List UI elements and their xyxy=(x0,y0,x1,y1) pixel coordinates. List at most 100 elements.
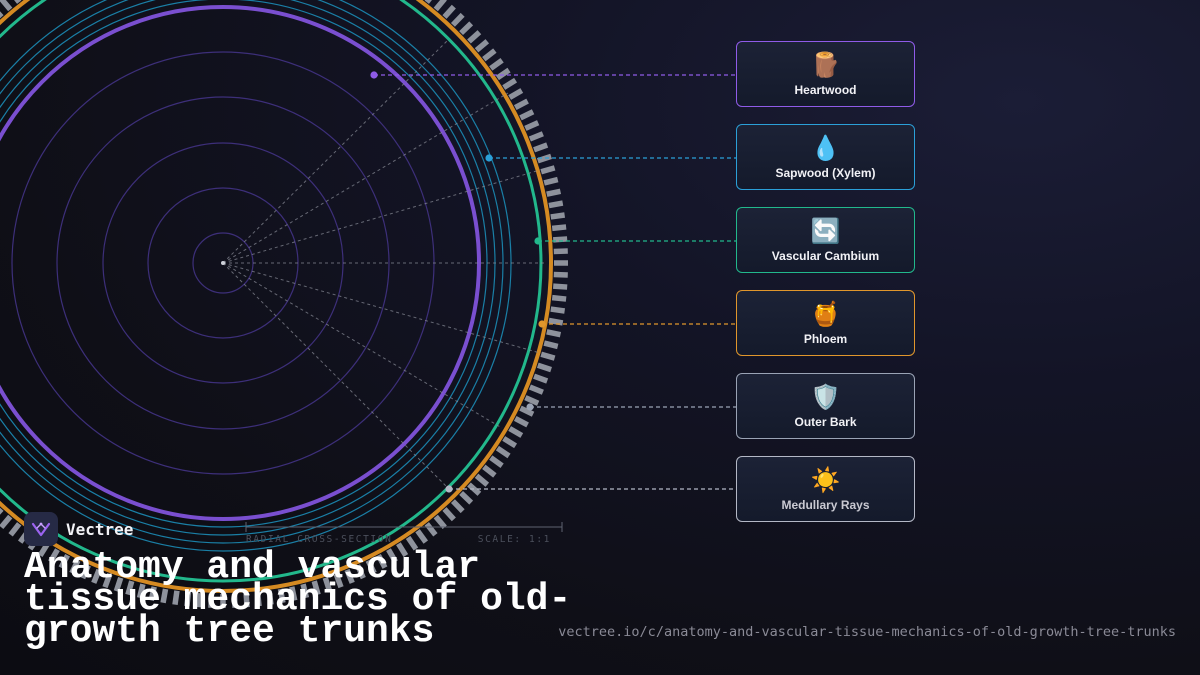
bark-segment xyxy=(102,573,113,589)
bark-segment xyxy=(528,384,544,395)
bark-segment xyxy=(0,514,13,530)
bark-segment xyxy=(172,590,180,606)
layer-card-vascular-cambium[interactable]: 🔄 Vascular Cambium xyxy=(736,207,915,273)
bark-segment xyxy=(424,0,432,4)
bark-segment xyxy=(550,306,566,314)
bark-segment xyxy=(365,559,377,575)
leader-anchor-dot xyxy=(534,237,542,245)
layer-card-sapwood[interactable]: 💧 Sapwood (Xylem) xyxy=(736,124,915,190)
bark-segment xyxy=(433,514,447,530)
bark-segment xyxy=(148,586,157,602)
leader-anchor-dot xyxy=(538,320,546,328)
bark-segment xyxy=(396,542,409,558)
log-icon: 🪵 xyxy=(810,51,841,79)
medullary-ray xyxy=(222,169,541,264)
bark-segment xyxy=(14,0,22,4)
bark-segment xyxy=(48,548,60,564)
bark-segment xyxy=(8,522,22,537)
pith-dot xyxy=(221,261,225,265)
bark-segment xyxy=(459,21,474,36)
leader-anchor-dot xyxy=(445,485,453,493)
droplet-icon: 💧 xyxy=(810,134,841,162)
bark-segment xyxy=(459,490,474,505)
bark-segment xyxy=(467,30,482,44)
bark-segment xyxy=(386,548,398,564)
bark-segment xyxy=(0,507,4,515)
heartwood-ring xyxy=(56,96,390,430)
bark-segment xyxy=(546,188,562,197)
page-url[interactable]: vectree.io/c/anatomy-and-vascular-tissue… xyxy=(558,624,1176,640)
layer-card-label: Medullary Rays xyxy=(781,498,870,512)
cycle-arrows-icon: 🔄 xyxy=(810,217,841,245)
leader-anchor-dot xyxy=(485,154,493,162)
bark-segment xyxy=(289,586,298,602)
bark-segment xyxy=(533,373,549,384)
bark-segment xyxy=(489,455,504,469)
layer-card-label: Heartwood xyxy=(794,83,857,97)
bark-segment xyxy=(69,559,81,575)
bark-segment xyxy=(125,580,135,596)
bark-segment xyxy=(474,473,490,487)
phloem-ring xyxy=(0,0,553,593)
layer-card-phloem[interactable]: 🍯 Phloem xyxy=(736,290,915,356)
bark-segment xyxy=(266,590,274,606)
bark-segment xyxy=(136,583,146,599)
bark-segment xyxy=(311,580,321,596)
medullary-ray xyxy=(222,262,451,491)
layer-card-label: Sapwood (Xylem) xyxy=(775,166,876,180)
scale-bar-left-label: RADIAL CROSS-SECTION xyxy=(246,534,392,545)
bark-segment xyxy=(540,165,556,175)
outer-bark-texture xyxy=(0,0,568,608)
bark-segment xyxy=(277,588,286,604)
bark-segment xyxy=(433,0,447,12)
bark-segment xyxy=(450,12,465,27)
bark-segment xyxy=(0,11,4,19)
scale-bar: RADIAL CROSS-SECTION SCALE: 1:1 xyxy=(245,522,563,545)
leader-anchor-dot xyxy=(370,71,378,79)
layer-card-label: Vascular Cambium xyxy=(771,249,880,263)
bark-segment xyxy=(442,4,456,19)
bark-segment xyxy=(467,482,482,496)
bark-segment xyxy=(519,405,535,417)
layer-card-heartwood[interactable]: 🪵 Heartwood xyxy=(736,41,915,107)
bark-segment xyxy=(333,573,344,589)
layer-card-medullary-rays[interactable]: ☀️ Medullary Rays xyxy=(736,456,915,522)
bark-segment xyxy=(553,236,568,243)
bark-segment xyxy=(160,588,169,604)
brand-name: Vectree xyxy=(66,519,134,539)
medullary-ray xyxy=(222,39,449,264)
bark-segment xyxy=(344,568,355,584)
bark-segment xyxy=(550,212,566,220)
layer-card-label: Phloem xyxy=(803,332,848,346)
medullary-ray xyxy=(222,262,503,429)
bark-segment xyxy=(551,294,567,302)
leader-anchor-dot xyxy=(526,403,534,411)
honey-pot-icon: 🍯 xyxy=(810,300,841,328)
heartwood-boundary-ring xyxy=(0,5,481,521)
bark-segment xyxy=(415,529,429,544)
bark-segment xyxy=(91,568,102,584)
vectree-logo-icon xyxy=(24,512,58,546)
bark-segment xyxy=(543,176,559,186)
bark-segment xyxy=(502,77,518,90)
bark-segment xyxy=(355,564,366,580)
bark-segment xyxy=(80,564,91,580)
medullary-ray xyxy=(222,262,541,354)
brand[interactable]: Vectree xyxy=(24,512,133,546)
bark-segment xyxy=(513,415,529,428)
layer-card-outer-bark[interactable]: 🛡️ Outer Bark xyxy=(736,373,915,439)
bark-segment xyxy=(513,98,529,111)
bark-segment xyxy=(533,142,549,153)
bark-segment xyxy=(524,120,540,131)
medullary-ray-lines xyxy=(221,39,545,491)
page-title: Anatomy and vascular tissue mechanics of… xyxy=(24,546,572,653)
bark-segment xyxy=(196,593,203,608)
bark-segment xyxy=(442,507,456,522)
bark-segment xyxy=(540,351,556,361)
sapwood-ring xyxy=(0,0,512,552)
bark-segment xyxy=(243,593,250,608)
shield-icon: 🛡️ xyxy=(810,383,841,411)
bark-segment xyxy=(495,445,511,459)
bark-segment xyxy=(519,109,535,121)
